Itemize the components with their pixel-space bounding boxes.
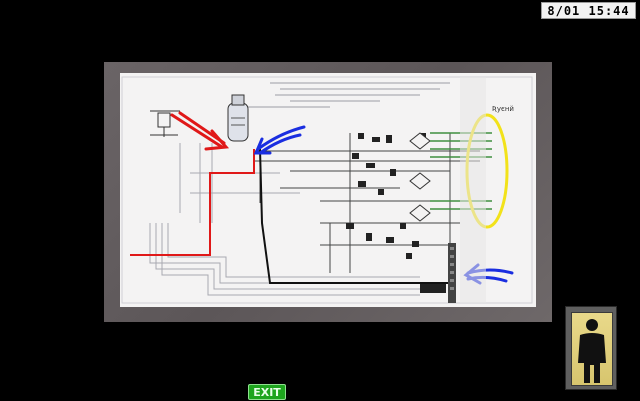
- wire-bundle: [149, 143, 420, 296]
- transformer-symbols: [409, 132, 431, 222]
- silhouette-person-icon: [578, 319, 606, 383]
- terminal-strip: [448, 243, 456, 303]
- highlighted-black-wire: [259, 148, 448, 284]
- vacuum-tube-symbol: [227, 94, 249, 142]
- character-portrait[interactable]: [565, 306, 617, 390]
- circuit-schematic-sheet[interactable]: Ʀуєнй: [120, 73, 536, 307]
- left-component-block: [150, 110, 180, 137]
- smudged-region: [460, 77, 486, 303]
- blue-arrow-icon-tube: [253, 125, 306, 155]
- schematic-label: Ʀуєнй: [492, 105, 514, 113]
- circuit-schematic: Ʀуєнй: [121, 76, 533, 304]
- date-time-display: 8/01 15:44: [541, 2, 636, 19]
- central-circuit: [255, 133, 480, 273]
- schematic-header-text: [240, 82, 450, 108]
- exit-button[interactable]: EXIT: [248, 384, 286, 400]
- red-arrow-icon: [170, 111, 230, 151]
- red-annotation-wire: [130, 149, 255, 256]
- component-symbols: [346, 133, 446, 293]
- schematic-frame: Ʀуєнй: [104, 62, 552, 322]
